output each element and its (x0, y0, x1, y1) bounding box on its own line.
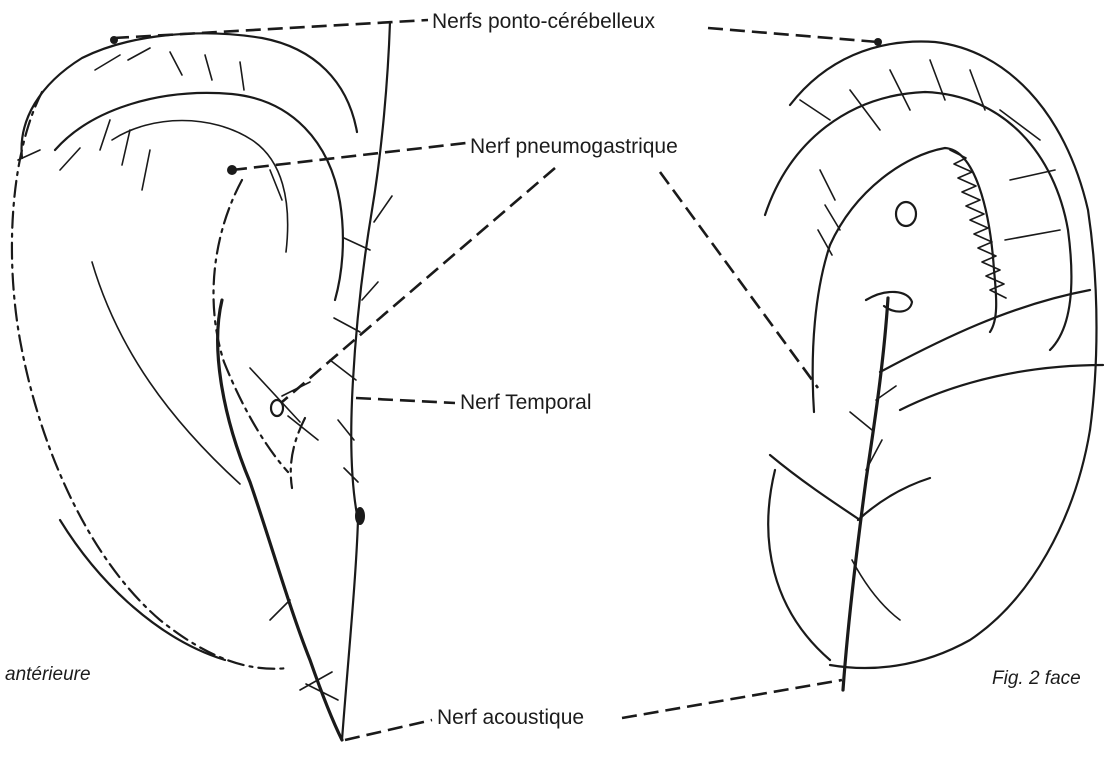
right-ear-hatching-edge (950, 150, 1006, 298)
left-ear-helix-rim (22, 33, 357, 158)
left-nerve-branches (270, 196, 392, 700)
right-nerve-branches (770, 386, 930, 620)
left-ear-dark-curve (218, 300, 342, 740)
label-nerf-acoustique: Nerf acoustique (437, 706, 584, 730)
right-ear-outer-helix (790, 42, 1097, 430)
left-nerve-node (355, 507, 365, 525)
left-ear-lobe-line (60, 520, 225, 660)
right-ear-concha-left (813, 245, 830, 412)
left-nerve-trunk (342, 22, 390, 740)
right-ear-lower-left (768, 470, 830, 660)
leader-pneumo-left (232, 143, 466, 170)
left-ear-concha-curve (214, 180, 288, 472)
label-nerf-temporal: Nerf Temporal (460, 391, 592, 415)
leader-acoustique-right (622, 680, 842, 718)
label-nerfs-ponto-cerebelleux: Nerfs ponto-cérébelleux (432, 10, 655, 34)
left-ear (12, 22, 392, 740)
leader-ponto-left (114, 20, 428, 38)
left-ear-scapha-curve (92, 262, 240, 484)
right-nerve-trunk (843, 298, 888, 690)
leader-pneumo-diagonal-left (282, 168, 555, 402)
right-ear-crus (900, 365, 1103, 410)
label-nerf-pneumogastrique: Nerf pneumogastrique (470, 135, 678, 159)
left-ear-antihelix (112, 121, 288, 253)
caption-right: Fig. 2 face (992, 668, 1081, 690)
caption-left: antérieure (5, 664, 91, 686)
left-ear-inner-helix (55, 93, 343, 300)
leader-acoustique-left (345, 720, 432, 740)
right-ear-inner-helix (765, 92, 1071, 350)
leader-pneumo-diagonal-right (660, 172, 818, 388)
left-ear-outer-outline (12, 92, 288, 669)
right-ear-concha-hook (830, 148, 996, 332)
right-ear-face-eye (896, 202, 916, 226)
right-ear (765, 38, 1103, 690)
leader-ponto-right (708, 28, 878, 42)
leader-temporal (356, 398, 455, 403)
left-temporal-knot (250, 368, 318, 440)
